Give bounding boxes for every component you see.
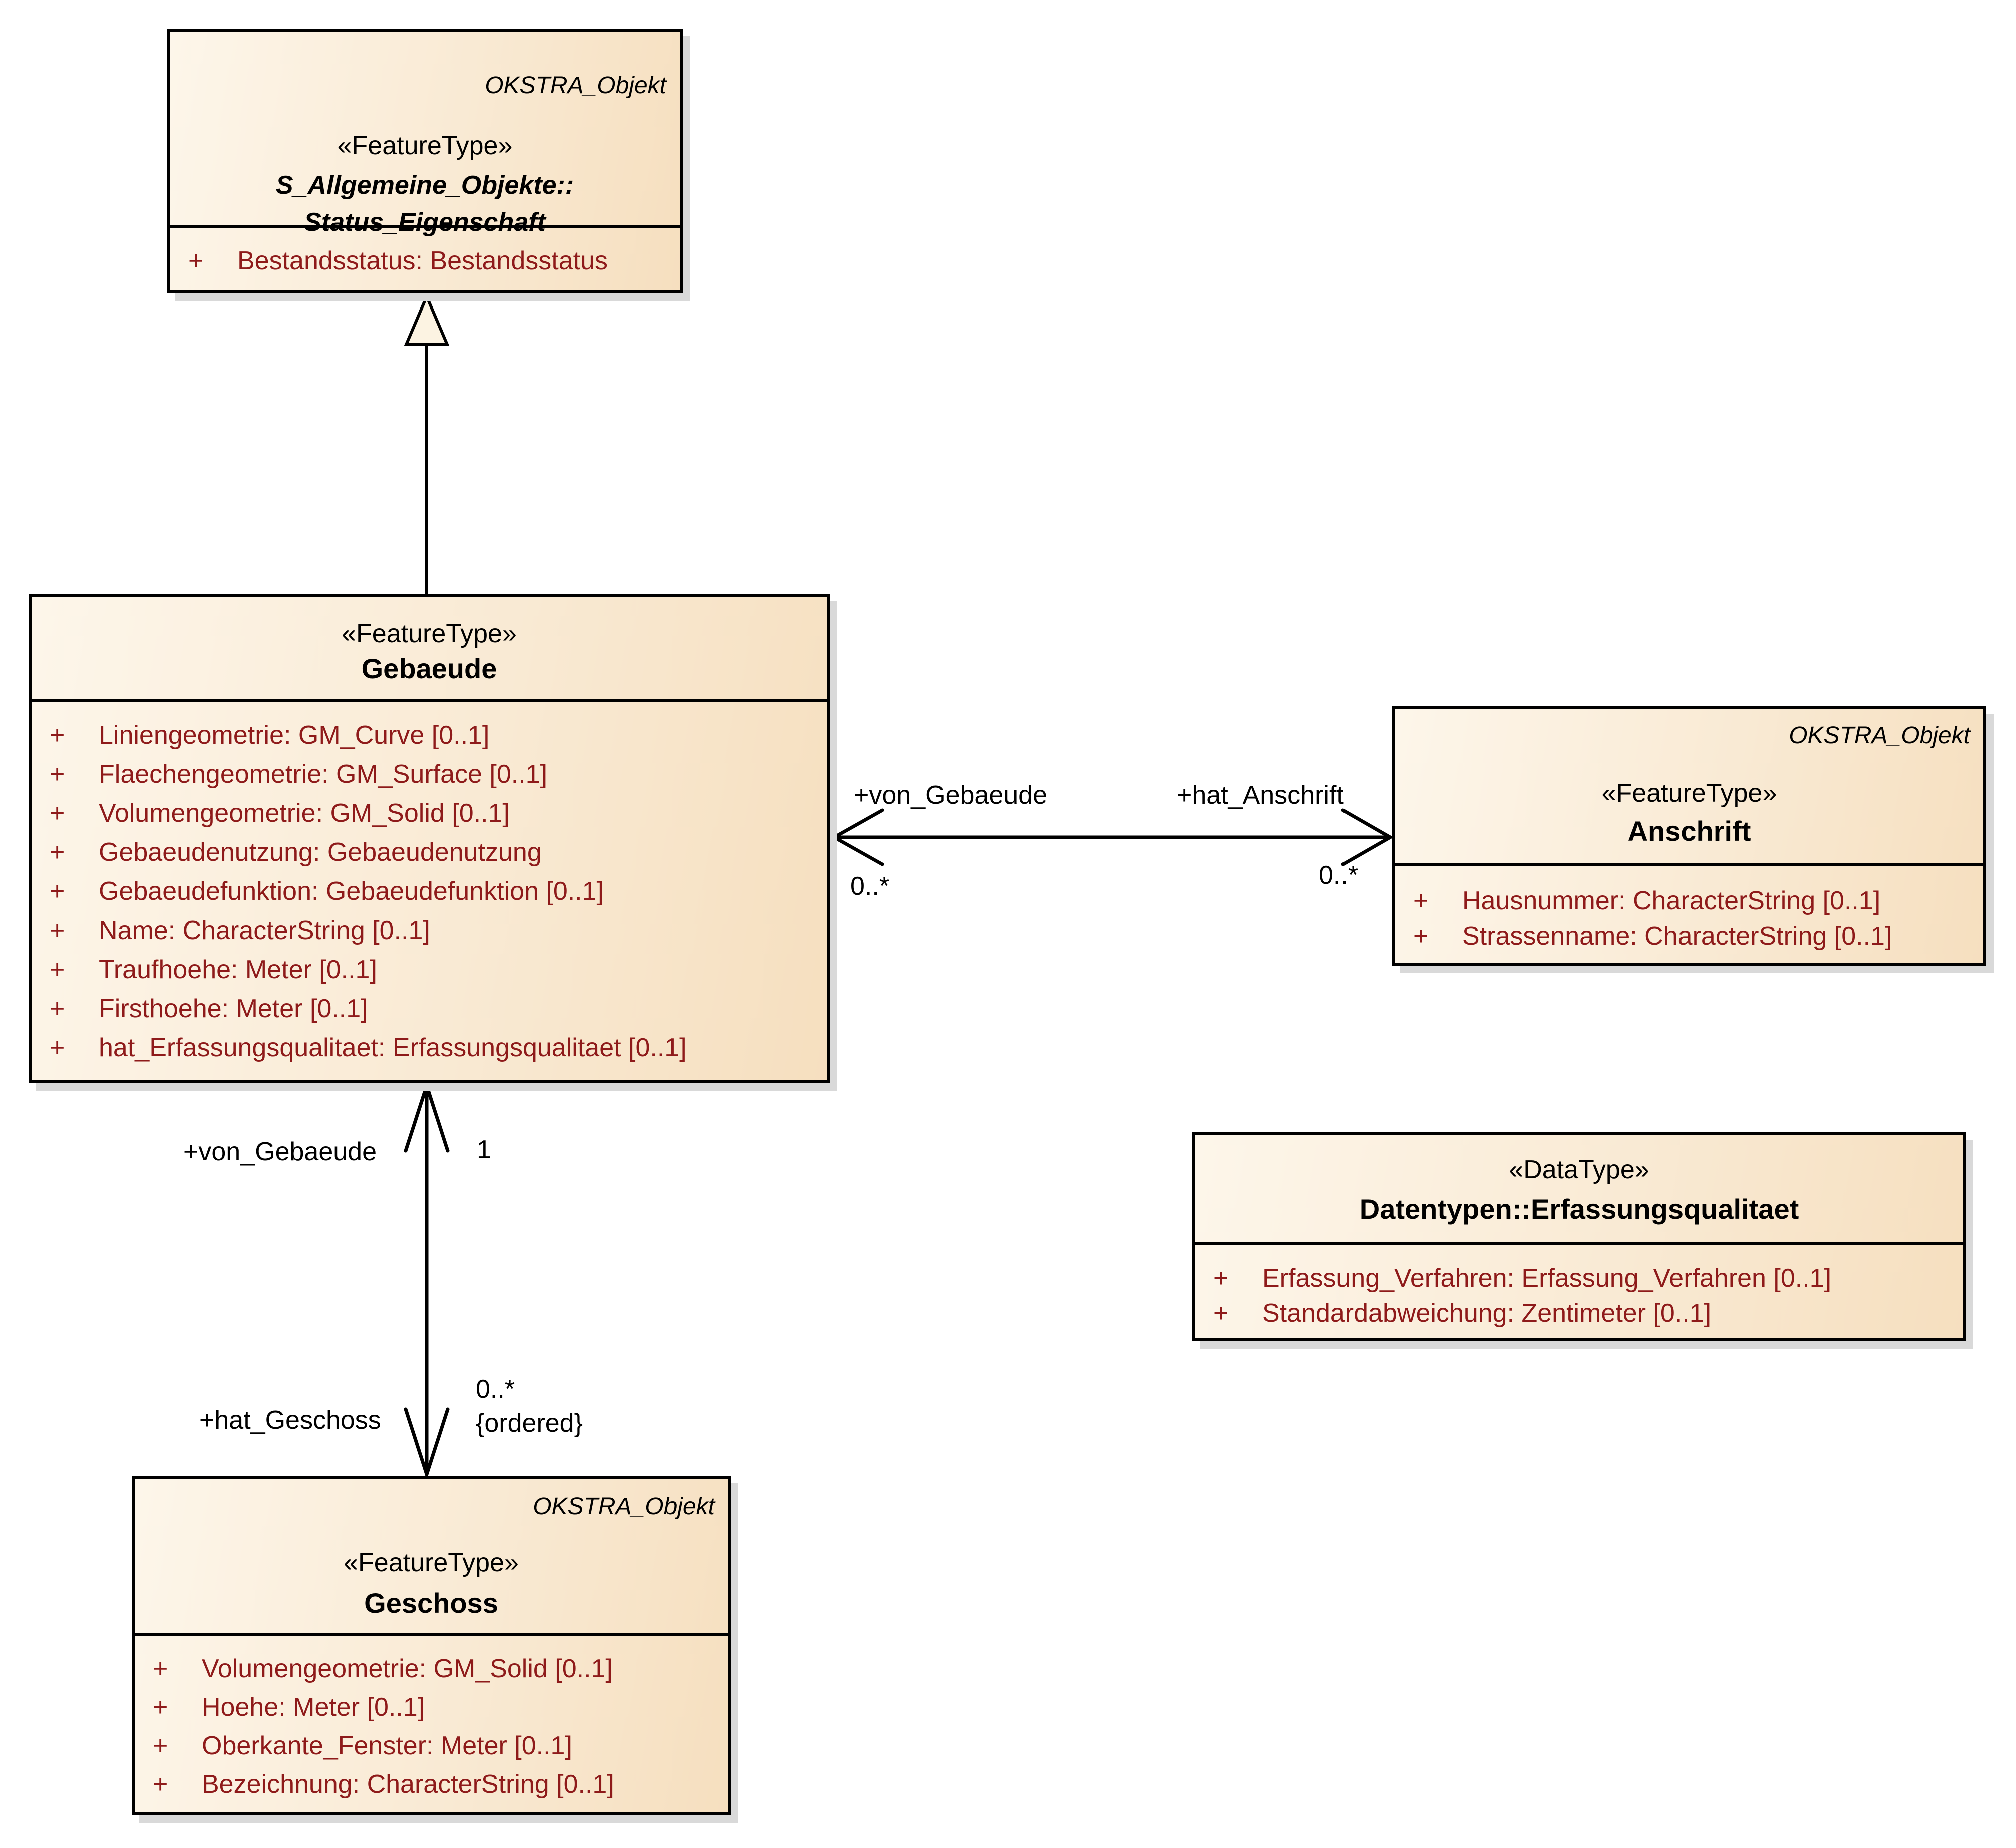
attribute-text: Name: CharacterString [0..1]: [99, 916, 430, 945]
visibility-public-symbol: +: [50, 994, 65, 1023]
visibility-public-symbol: +: [1213, 1264, 1229, 1293]
class-box-geschoss[interactable]: OKSTRA_Objekt «FeatureType» Geschoss + V…: [132, 1476, 731, 1815]
attribute-row: + Bezeichnung: CharacterString [0..1]: [135, 1765, 728, 1804]
attribute-text: Gebaeudefunktion: Gebaeudefunktion [0..1…: [99, 877, 604, 906]
attribute-row: + hat_Erfassungsqualitaet: Erfassungsqua…: [32, 1028, 827, 1067]
attribute-text: Standardabweichung: Zentimeter [0..1]: [1262, 1299, 1712, 1328]
multiplicity-gebaeude-end-vertical: 1: [477, 1135, 491, 1164]
class-stereotype: «FeatureType»: [344, 1548, 519, 1577]
class-stereotype: «FeatureType»: [337, 131, 513, 160]
attribute-row: + Flaechengeometrie: GM_Surface [0..1]: [32, 755, 827, 794]
visibility-public-symbol: +: [50, 721, 65, 750]
multiplicity-geschoss-end: 0..*: [476, 1375, 515, 1404]
attribute-row: + Gebaeudefunktion: Gebaeudefunktion [0.…: [32, 872, 827, 911]
class-name-line1: S_Allgemeine_Objekte::: [275, 171, 574, 200]
attribute-text: Bestandsstatus: Bestandsstatus: [237, 246, 608, 275]
attribute-row: + Name: CharacterString [0..1]: [32, 911, 827, 950]
attribute-row: + Liniengeometrie: GM_Curve [0..1]: [32, 716, 827, 755]
role-label-hat-geschoss: +hat_Geschoss: [199, 1406, 381, 1435]
attribute-row: + Erfassung_Verfahren: Erfassung_Verfahr…: [1195, 1261, 1963, 1296]
class-box-erfassungsqualitaet[interactable]: «DataType» Datentypen::Erfassungsqualita…: [1192, 1132, 1966, 1341]
attribute-text: Oberkante_Fenster: Meter [0..1]: [202, 1731, 572, 1760]
association-gebaeude-geschoss[interactable]: [404, 1080, 450, 1480]
role-label-von-gebaeude: +von_Gebaeude: [854, 781, 1048, 810]
class-name: Geschoss: [364, 1587, 498, 1619]
class-header: OKSTRA_Objekt «FeatureType» Anschrift: [1395, 709, 1983, 866]
attribute-row: + Gebaeudenutzung: Gebaeudenutzung: [32, 833, 827, 872]
attribute-row: + Volumengeometrie: GM_Solid [0..1]: [135, 1650, 728, 1688]
visibility-public-symbol: +: [153, 1693, 168, 1722]
visibility-public-symbol: +: [153, 1654, 168, 1683]
visibility-public-symbol: +: [1413, 921, 1429, 951]
attribute-row: + Firsthoehe: Meter [0..1]: [32, 989, 827, 1028]
visibility-public-symbol: +: [153, 1731, 168, 1760]
role-label-von-gebaeude-vertical: +von_Gebaeude: [183, 1137, 377, 1166]
class-tag: OKSTRA_Objekt: [1789, 722, 1970, 749]
attribute-text: Traufhoehe: Meter [0..1]: [99, 955, 377, 984]
visibility-public-symbol: +: [50, 838, 65, 867]
attribute-text: Bezeichnung: CharacterString [0..1]: [202, 1770, 614, 1799]
attribute-text: Volumengeometrie: GM_Solid [0..1]: [99, 799, 510, 828]
visibility-public-symbol: +: [50, 916, 65, 945]
class-box-gebaeude[interactable]: «FeatureType» Gebaeude + Liniengeometrie…: [29, 594, 830, 1083]
class-tag: OKSTRA_Objekt: [485, 72, 666, 99]
attribute-row: + Hausnummer: CharacterString [0..1]: [1395, 883, 1983, 918]
attribute-text: Hausnummer: CharacterString [0..1]: [1462, 886, 1881, 915]
class-name-line2: Status_Eigenschaft: [304, 208, 546, 237]
class-stereotype: «DataType»: [1509, 1155, 1649, 1184]
multiplicity-anschrift-end: 0..*: [1319, 861, 1359, 890]
visibility-public-symbol: +: [50, 1033, 65, 1062]
class-header: OKSTRA_Objekt «FeatureType» Geschoss: [135, 1479, 728, 1636]
attribute-row: + Hoehe: Meter [0..1]: [135, 1688, 728, 1727]
attribute-row: + Strassenname: CharacterString [0..1]: [1395, 918, 1983, 954]
visibility-public-symbol: +: [50, 799, 65, 828]
class-name: Gebaeude: [361, 653, 497, 684]
class-name: Datentypen::Erfassungsqualitaet: [1359, 1193, 1799, 1225]
attribute-row: + Oberkante_Fenster: Meter [0..1]: [135, 1727, 728, 1765]
attribute-row: + Bestandsstatus: Bestandsstatus: [170, 246, 680, 276]
visibility-public-symbol: +: [50, 877, 65, 906]
constraint-ordered: {ordered}: [476, 1409, 583, 1438]
attribute-text: Flaechengeometrie: GM_Surface [0..1]: [99, 760, 548, 789]
visibility-public-symbol: +: [50, 955, 65, 984]
visibility-public-symbol: +: [1213, 1299, 1229, 1328]
attribute-text: Erfassung_Verfahren: Erfassung_Verfahren…: [1262, 1264, 1832, 1293]
class-header: «FeatureType» Gebaeude: [32, 597, 827, 702]
attribute-text: Hoehe: Meter [0..1]: [202, 1693, 425, 1722]
visibility-public-symbol: +: [50, 760, 65, 789]
attribute-row: + Volumengeometrie: GM_Solid [0..1]: [32, 794, 827, 833]
attribute-text: Strassenname: CharacterString [0..1]: [1462, 921, 1892, 951]
class-name: Anschrift: [1627, 815, 1751, 847]
visibility-public-symbol: +: [1413, 886, 1429, 915]
class-header: «DataType» Datentypen::Erfassungsqualita…: [1195, 1135, 1963, 1245]
class-tag: OKSTRA_Objekt: [533, 1493, 715, 1520]
attribute-row: + Traufhoehe: Meter [0..1]: [32, 950, 827, 989]
attribute-text: Liniengeometrie: GM_Curve [0..1]: [99, 721, 490, 750]
attribute-text: Volumengeometrie: GM_Solid [0..1]: [202, 1654, 613, 1683]
generalization-gebaeude-to-status-eigenschaft[interactable]: [404, 292, 450, 594]
attribute-text: hat_Erfassungsqualitaet: Erfassungsquali…: [99, 1033, 687, 1062]
visibility-public-symbol: +: [153, 1770, 168, 1799]
attribute-text: Gebaeudenutzung: Gebaeudenutzung: [99, 838, 542, 867]
attribute-row: + Standardabweichung: Zentimeter [0..1]: [1195, 1296, 1963, 1331]
attribute-text: Firsthoehe: Meter [0..1]: [99, 994, 368, 1023]
visibility-public-symbol: +: [188, 246, 204, 275]
class-stereotype: «FeatureType»: [1601, 779, 1777, 808]
multiplicity-gebaeude-end: 0..*: [850, 872, 890, 901]
class-box-anschrift[interactable]: OKSTRA_Objekt «FeatureType» Anschrift + …: [1392, 706, 1986, 966]
association-gebaeude-anschrift[interactable]: [830, 808, 1394, 866]
class-header: OKSTRA_Objekt «FeatureType» S_Allgemeine…: [170, 32, 680, 237]
class-box-status-eigenschaft[interactable]: OKSTRA_Objekt «FeatureType» S_Allgemeine…: [167, 29, 683, 293]
class-stereotype: «FeatureType»: [342, 619, 517, 648]
role-label-hat-anschrift: +hat_Anschrift: [1177, 781, 1344, 810]
